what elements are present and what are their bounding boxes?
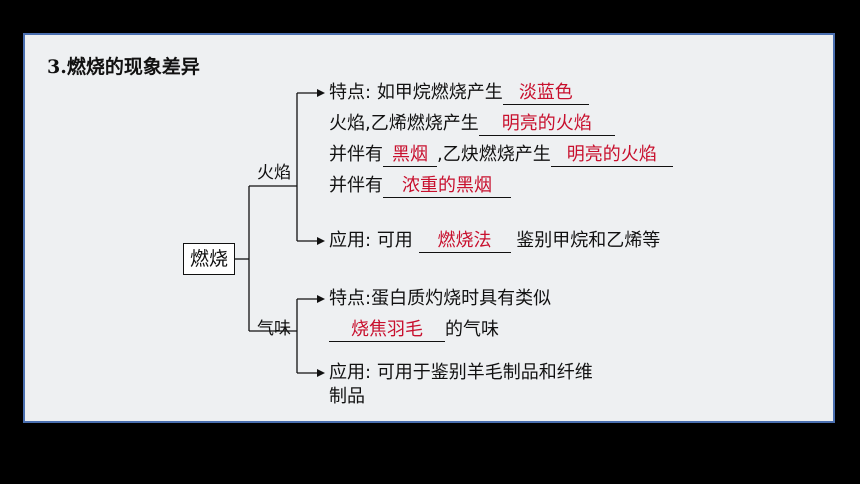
smell-feature-line-1: 特点:蛋白质灼烧时具有类似 xyxy=(329,287,551,311)
feature-text: 并伴有 xyxy=(329,175,383,196)
answer-blank: 淡蓝色 xyxy=(502,82,589,105)
page-title: 3.燃烧的现象差异 xyxy=(47,56,200,78)
arrowhead-icon xyxy=(317,295,325,303)
fire-feature-line-3: 并伴有黑烟,乙炔燃烧产生明亮的火焰 xyxy=(329,143,673,167)
smell-application-line-1: 应用: 可用于鉴别羊毛制品和纤维 xyxy=(329,361,593,385)
answer-blank: 黑烟 xyxy=(383,144,437,167)
application-text: 可用 xyxy=(376,230,413,251)
arrowhead-icon xyxy=(317,369,325,377)
feature-text: 并伴有 xyxy=(329,144,383,165)
branch-label-fire: 火焰 xyxy=(257,163,291,183)
application-text: 鉴别甲烷和乙烯等 xyxy=(516,230,661,251)
smell-application-line-2: 制品 xyxy=(329,386,365,407)
arrowhead-icon xyxy=(317,237,325,245)
feature-text: 蛋白质灼烧时具有类似 xyxy=(371,288,552,309)
answer-blank: 浓重的黑烟 xyxy=(383,175,511,198)
application-text: 可用于鉴别羊毛制品和纤维 xyxy=(376,362,593,383)
arrowhead-icon xyxy=(317,89,325,97)
slide-panel: 3.燃烧的现象差异 燃烧 火焰 气味 特点: 如甲烷燃烧产生淡蓝色 火焰,乙烯燃… xyxy=(23,33,835,423)
answer-blank: 明亮的火焰 xyxy=(478,113,615,136)
fire-feature-line-1: 特点: 如甲烷燃烧产生淡蓝色 xyxy=(329,81,589,105)
fire-feature-line-4: 并伴有浓重的黑烟 xyxy=(329,174,511,198)
feature-prefix: 特点: xyxy=(329,82,372,103)
root-node: 燃烧 xyxy=(183,243,235,275)
feature-text: 如甲烷燃烧产生 xyxy=(376,82,503,103)
feature-text: ,乙炔燃烧产生 xyxy=(437,144,551,165)
smell-feature-line-2: 烧焦羽毛的气味 xyxy=(329,318,499,342)
application-prefix: 应用: xyxy=(329,362,372,383)
answer-blank: 燃烧法 xyxy=(418,230,511,253)
fire-application-line: 应用: 可用 燃烧法 鉴别甲烷和乙烯等 xyxy=(329,229,660,253)
application-prefix: 应用: xyxy=(329,230,372,251)
tree-connector-lines xyxy=(235,89,325,377)
answer-blank: 明亮的火焰 xyxy=(550,144,673,167)
fire-feature-line-2: 火焰,乙烯燃烧产生明亮的火焰 xyxy=(329,112,615,136)
feature-prefix: 特点: xyxy=(329,288,372,309)
branch-label-smell: 气味 xyxy=(257,319,291,339)
answer-blank: 烧焦羽毛 xyxy=(329,319,445,342)
feature-text: 火焰,乙烯燃烧产生 xyxy=(329,113,479,134)
feature-text: 的气味 xyxy=(445,319,499,340)
